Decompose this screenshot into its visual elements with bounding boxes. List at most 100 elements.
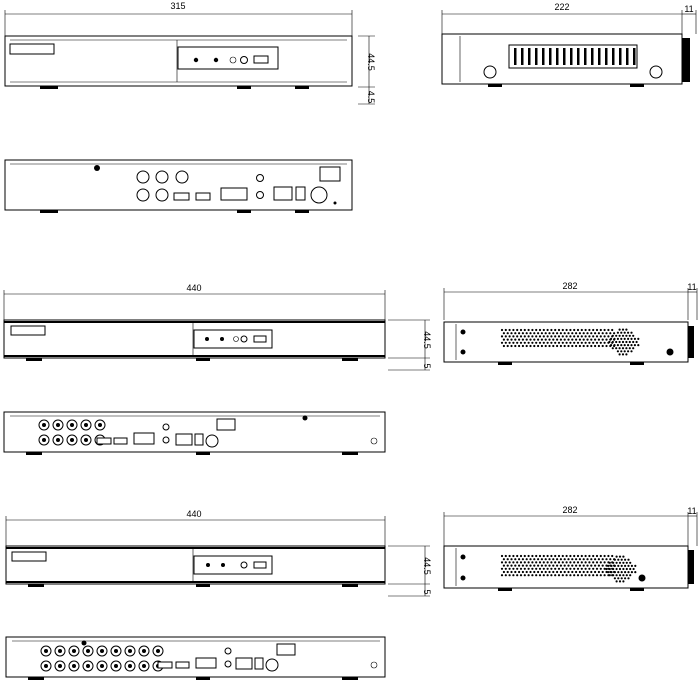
vent-hole <box>590 558 593 561</box>
fan-hole <box>630 571 634 574</box>
vent-hole <box>580 554 583 558</box>
vent-hole <box>559 338 563 341</box>
vent-hole <box>502 338 505 341</box>
vent-hole <box>535 567 538 570</box>
vent-hole <box>592 335 595 338</box>
vent-hole <box>514 564 517 567</box>
vent-hole <box>556 558 559 561</box>
fan-hole <box>616 331 620 334</box>
fan-hole <box>625 561 628 564</box>
vent-hole <box>550 335 553 338</box>
fan-hole <box>618 347 621 350</box>
vent-hole <box>518 558 521 561</box>
fan-hole <box>627 350 630 353</box>
fan-hole <box>627 337 630 340</box>
vent-hole <box>519 328 523 332</box>
fan-hole <box>608 340 611 344</box>
vent-hole <box>542 561 545 564</box>
fan-hole <box>615 561 618 564</box>
fan-hole <box>613 577 617 580</box>
vent-hole <box>535 554 538 558</box>
vent-hole <box>561 341 564 344</box>
fan-hole <box>623 331 626 334</box>
vent-hole <box>542 341 545 344</box>
vent-hole <box>535 335 538 338</box>
fan-hole <box>607 571 610 574</box>
vent-hole <box>573 567 576 570</box>
vent-hole <box>575 344 578 348</box>
vent-hole <box>516 574 519 577</box>
fan-hole <box>632 347 635 350</box>
vent-hole <box>609 332 612 335</box>
vent-hole <box>594 338 597 341</box>
fan-hole <box>633 344 637 347</box>
vent-hole <box>578 564 582 567</box>
vent-hole <box>586 344 589 348</box>
vent-hole <box>531 567 534 570</box>
vent-hole <box>595 328 599 332</box>
vent-hole <box>573 341 576 344</box>
vent-hole <box>594 564 597 567</box>
fan-hole <box>618 334 621 337</box>
vent-hole <box>512 554 515 558</box>
vent-hole <box>535 328 538 332</box>
vent-hole <box>502 558 505 561</box>
fan-hole <box>620 558 623 561</box>
dim-height-mid: 44.5 <box>422 331 432 349</box>
fan-hole <box>632 567 635 571</box>
vent-hole <box>588 554 591 558</box>
vent-hole <box>518 338 521 341</box>
vent-hole <box>590 338 593 341</box>
fan-hole <box>605 567 608 571</box>
vent-hole <box>590 332 593 335</box>
fan-hole <box>612 574 615 577</box>
vent-hole <box>518 332 521 335</box>
dim-width-mid: 440 <box>186 283 201 293</box>
vent-hole <box>550 328 553 332</box>
vent-hole <box>521 344 525 348</box>
vent-hole <box>529 344 532 348</box>
vent-hole <box>527 574 530 577</box>
vent-hole <box>525 332 528 335</box>
vent-hole <box>597 332 601 335</box>
vent-hole <box>603 328 606 332</box>
vent-hole <box>519 554 523 558</box>
vent-hole <box>504 341 507 344</box>
vent-hole <box>599 328 602 332</box>
vent-hole <box>508 341 511 344</box>
vent-hole <box>538 335 542 338</box>
fan-hole <box>618 328 621 331</box>
dim-height-small: 44.5 <box>366 53 376 71</box>
vent-hole <box>548 564 551 567</box>
vent-hole <box>519 567 523 570</box>
usb-port-icon <box>96 437 112 445</box>
vent-slot <box>542 48 545 65</box>
vent-hole <box>527 554 530 558</box>
vent-hole <box>559 570 563 574</box>
vent-hole <box>607 554 610 558</box>
fan-hole <box>637 337 640 340</box>
audio-jack-icon <box>256 174 264 182</box>
fan-hole <box>621 340 625 344</box>
vent-hole <box>571 564 574 567</box>
fan-hole <box>625 328 628 331</box>
fan-hole <box>624 558 627 561</box>
vent-slot <box>577 48 580 65</box>
vent-hole <box>575 564 578 567</box>
vent-hole <box>605 570 608 574</box>
vent-hole <box>603 574 606 577</box>
vent-hole <box>576 567 580 570</box>
vent-hole <box>552 558 555 561</box>
vent-hole <box>548 332 551 335</box>
vent-hole <box>575 332 578 335</box>
vent-hole <box>599 574 602 577</box>
vent-hole <box>571 332 574 335</box>
fan-hole <box>610 564 613 568</box>
bnc-connector-icon <box>136 188 150 202</box>
fan-hole <box>621 328 625 331</box>
audio-jack-icon <box>256 191 264 199</box>
alarm-terminal-icon <box>295 186 306 201</box>
fan-hole <box>618 561 622 564</box>
vent-hole <box>559 344 563 348</box>
vent-hole <box>563 338 566 341</box>
